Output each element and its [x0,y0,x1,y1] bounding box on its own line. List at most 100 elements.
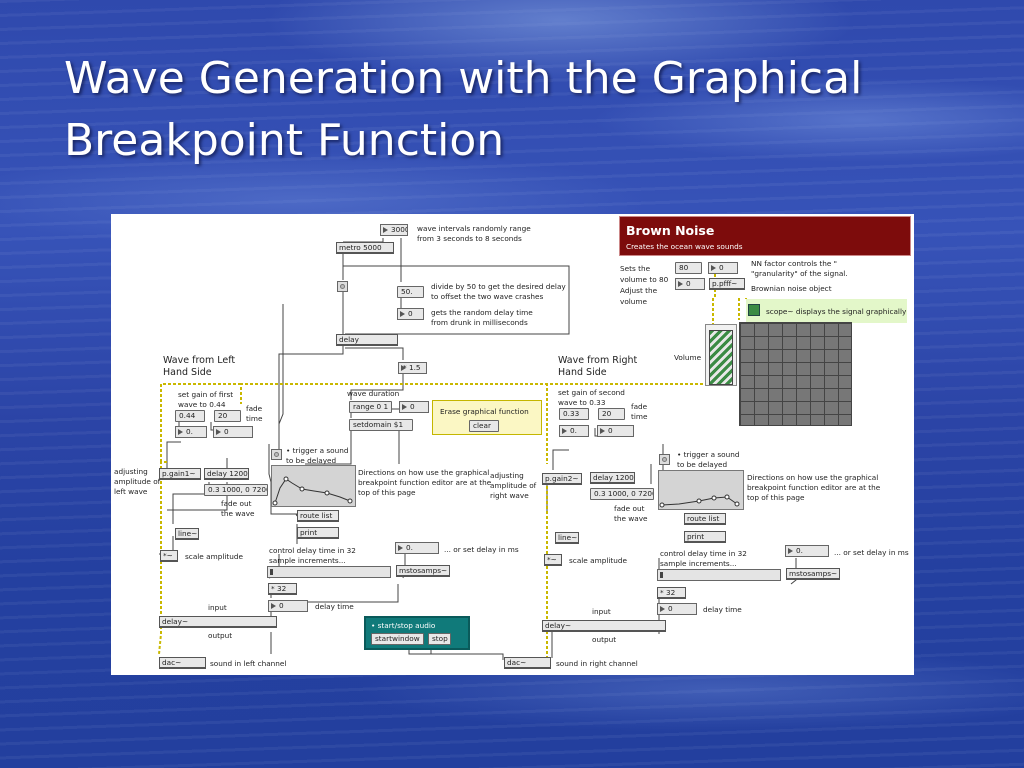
right-line-object[interactable]: line~ [555,532,579,544]
drunk-number-box[interactable]: 0 [397,308,424,320]
left-delay1200-object[interactable]: delay 1200 [204,468,249,480]
right-adjust-comment-1: adjusting [490,471,524,480]
scope-display[interactable] [739,322,852,426]
scope-toggle-icon[interactable] [748,304,760,316]
right-trigger-bang-button[interactable] [659,454,670,465]
right-print-object[interactable]: print [684,531,726,543]
right-heading-1: Wave from Right [558,355,638,366]
max-patch-screenshot: 3000 wave intervals randomly range from … [111,214,914,675]
left-scale-comment: scale amplitude [185,552,243,561]
startwindow-button[interactable]: startwindow [371,633,424,645]
interval-number-box[interactable]: 3000 [380,224,408,236]
left-input-comment: input [208,603,227,612]
brown-noise-panel: Brown Noise Creates the ocean wave sound… [619,216,911,256]
left-breakpoint-function-editor[interactable] [271,465,356,507]
right-fade-out-comment-2: the wave [614,514,648,523]
slide-title-line-1: Wave Generation with the Graphical [64,53,863,104]
right-fade-message[interactable]: 20 [598,408,625,420]
left-bpf-message[interactable]: 0.3 1000, 0 7200 [204,484,268,496]
right-gain-comment-1: set gain of second [558,388,625,397]
left-trigger-comment-1: • trigger a sound [286,446,349,455]
volume-label: Volume [674,353,702,362]
right-route-list-object[interactable]: route list [684,513,726,525]
right-scale-comment: scale amplitude [569,556,627,565]
left-delaytime-number-box[interactable]: 0 [268,600,308,612]
metro-bang-button[interactable] [337,281,348,292]
left-output-comment: output [208,631,233,640]
right-delay-number-box[interactable]: 0. [785,545,829,557]
left-fade-message[interactable]: 20 [214,410,241,422]
start-stop-comment: • start/stop audio [371,621,436,630]
left-fade-out-comment-1: fade out [221,499,252,508]
left-trigger-bang-button[interactable] [271,449,282,460]
right-gain-message[interactable]: 0.33 [559,408,589,420]
interval-comment-1: wave intervals randomly range [417,224,531,233]
right-gain-number-box[interactable]: 0. [559,425,589,437]
right-delay1200-object[interactable]: delay 1200 [590,472,635,484]
right-breakpoint-curve [659,494,740,508]
volume-number-box[interactable]: 0 [675,278,705,290]
left-dac-object[interactable]: dac~ [159,657,206,669]
sets-volume-comment-4: volume [620,297,648,306]
left-pgain-object[interactable]: p.gain1~ [159,468,201,480]
right-delay-tilde-object[interactable]: delay~ [542,620,666,632]
slide-title-line-2: Breakpoint Function [64,115,505,166]
right-delaytime-number-box[interactable]: 0 [657,603,697,615]
right-times32-object[interactable]: * 32 [657,587,686,599]
right-delay-slider[interactable] [657,569,781,581]
sets-volume-comment-1: Sets the [620,264,651,273]
right-mstosamps-object[interactable]: mstosamps~ [786,568,840,580]
right-bpf-message[interactable]: 0.3 1000, 0 7200 [590,488,654,500]
left-gain-comment-1: set gain of first [178,390,234,399]
right-fade-comment-2: time [631,412,648,421]
left-route-list-object[interactable]: route list [297,510,339,522]
clear-button[interactable]: clear [469,420,499,432]
left-breakpoint-curve [272,476,353,506]
erase-comment: Erase graphical function [440,407,529,416]
right-pgain-object[interactable]: p.gain2~ [542,473,582,485]
nn-number-box[interactable]: 0 [708,262,738,274]
left-times-object[interactable]: *~ [160,550,178,562]
right-trigger-comment-1: • trigger a sound [677,450,740,459]
range-number-box[interactable]: 0 [399,401,429,413]
right-fade-number-box[interactable]: 0 [597,425,634,437]
divide-comment-1: divide by 50 to get the desired delay [431,282,566,291]
sets-volume-comment-2: volume to 80 [620,275,669,284]
left-mstosamps-object[interactable]: mstosamps~ [396,565,450,577]
left-heading-1: Wave from Left [163,355,236,366]
right-directions-comment-2: breakpoint function editor are at the [747,483,881,492]
nn-comment-2: "granularity" of the signal. [751,269,848,278]
left-delay-slider[interactable] [267,566,391,578]
divide-message[interactable]: 50. [397,286,424,298]
right-output-comment: output [592,635,617,644]
range-message[interactable]: range 0 1 [349,401,392,413]
pfff-object[interactable]: p.pfff~ [709,278,745,290]
right-breakpoint-function-editor[interactable] [658,470,744,510]
metro-object[interactable]: metro 5000 [336,242,394,254]
left-gain-message[interactable]: 0.44 [175,410,205,422]
left-delay-number-box[interactable]: 0. [395,542,439,554]
right-dac-object[interactable]: dac~ [504,657,551,669]
right-times-object[interactable]: *~ [544,554,562,566]
stop-button[interactable]: stop [428,633,451,645]
setdomain-message[interactable]: setdomain $1 [349,419,413,431]
volume-80-message[interactable]: 80 [675,262,702,274]
nn-comment-1: NN factor controls the " [751,259,837,268]
delay-object[interactable]: delay [336,334,398,346]
left-directions-comment-2: breakpoint function editor are at the [358,478,492,487]
left-line-object[interactable]: line~ [175,528,199,540]
multiply-object[interactable]: * 1.5 [398,362,427,374]
drunk-comment-2: from drunk in milliseconds [431,318,528,327]
left-gain-number-box[interactable]: 0. [175,426,207,438]
left-times32-object[interactable]: * 32 [268,583,297,595]
left-print-object[interactable]: print [297,527,339,539]
right-sound-comment: sound in right channel [556,659,638,668]
volume-gain-slider[interactable] [709,330,733,385]
left-directions-comment-1: Directions on how use the graphical [358,468,490,477]
left-delay-tilde-object[interactable]: delay~ [159,616,277,628]
left-control-comment-2: sample increments... [269,556,346,565]
right-set-delay-comment: ... or set delay in ms [834,548,909,557]
right-control-comment-1: control delay time in 32 [660,549,747,558]
left-fade-number-box[interactable]: 0 [213,426,253,438]
left-control-comment-1: control delay time in 32 [269,546,356,555]
